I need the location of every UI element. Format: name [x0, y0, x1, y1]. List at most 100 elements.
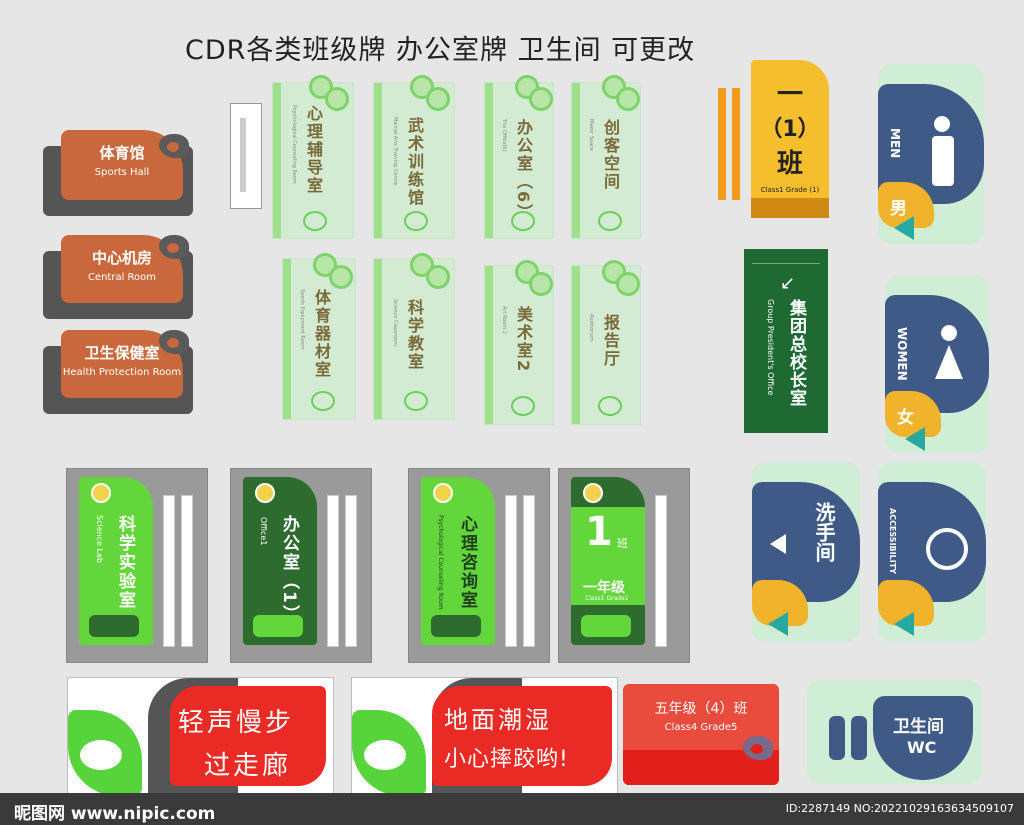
sign-subtitle: Maker Space — [588, 119, 594, 152]
accessibility-label: ACCESSIBILITY — [888, 508, 897, 574]
side-bracket — [718, 88, 726, 200]
acrylic-sign: 武术训练馆 Martial Arts Training Centre — [373, 75, 455, 239]
man-icon — [934, 116, 950, 132]
grade-plate: 五年级（4）班 Class4 Grade5 — [623, 684, 779, 785]
mount-bracket-slot — [240, 118, 246, 192]
bird-icon — [159, 134, 189, 158]
sign-subtitle: Martial Arts Training Centre — [392, 117, 398, 186]
science-lab-panel: 科学实验室 Science Lab — [66, 468, 208, 663]
acrylic-sign: 体育器材室 Sports Equipment Room — [282, 253, 356, 420]
side-bracket — [732, 88, 740, 200]
bird-icon — [80, 740, 122, 770]
sign-subtitle: The Office(6) — [501, 119, 507, 152]
school-logo-icon — [583, 483, 603, 503]
acrylic-sign: 创客空间 Maker Space — [571, 75, 641, 239]
arrow-left-icon — [894, 216, 914, 240]
class-en: Class1 Grade1 — [585, 595, 629, 602]
science-icon — [404, 391, 428, 411]
woman-icon — [941, 325, 957, 341]
sign-title: 科学教室 — [405, 299, 424, 371]
plate-subtitle: Class4 Grade5 — [664, 722, 738, 733]
sign-title: 中心机房 — [91, 249, 152, 267]
plate-title: 五年级（4）班 — [654, 701, 748, 717]
counseling-panel: 心理咨询室 Psychological Counseling Room — [408, 468, 550, 663]
sign-title: 科学实验室 — [115, 515, 135, 610]
class-panel: 1 班 一年级 Class1 Grade1 — [558, 468, 690, 663]
sign-title: 集团总校长室 — [786, 299, 806, 407]
sign-subtitle: Central Room — [87, 272, 157, 283]
wc-en: WC — [907, 738, 937, 757]
men-cn: 男 — [890, 199, 907, 219]
women-sign: WOMEN 女 — [885, 275, 989, 453]
sign-title: 办公室（6） — [514, 119, 533, 223]
art-icon — [511, 396, 535, 416]
sign-subtitle: Health Protection Room — [62, 367, 182, 378]
mount-bracket — [230, 103, 262, 209]
washroom-cn: 洗手间 — [812, 502, 836, 562]
kids-icon — [89, 615, 139, 637]
sign-title: 美术室2 — [514, 306, 533, 374]
acrylic-sign: 美术室2 Art Room 2 — [484, 260, 554, 425]
sports-hall-sign: 体育馆 Sports Hall — [43, 130, 213, 220]
kids-icon — [431, 615, 481, 637]
wc-sign: 卫生间 WC — [807, 680, 982, 784]
class-sign-en: Class1 Grade (1) — [760, 186, 820, 194]
wet-floor-sign: 地面潮湿 小心摔跤哟! — [351, 677, 618, 802]
office-icon — [511, 211, 535, 231]
class-ban: 班 — [617, 537, 628, 550]
man-icon-body — [932, 136, 954, 186]
sign-subtitle: Sports Hall — [94, 167, 150, 178]
women-label: WOMEN — [895, 327, 909, 381]
sign-title: 心理辅导室 — [304, 105, 323, 195]
health-room-sign: 卫生保健室 Health Protection Room — [43, 330, 213, 420]
sign-subtitle: Psychological Counseling Room — [437, 515, 444, 610]
office-panel: 办公室（1） Office1 — [230, 468, 372, 663]
sign-subtitle: Science Lab — [95, 515, 104, 563]
watermark-bar: 昵图网 www.nipic.com ID:2287149 NO:20221029… — [0, 793, 1024, 825]
class-sign: 一 （1） 班 Class1 Grade (1) — [751, 60, 829, 218]
class-sign-line2: （1） — [760, 117, 820, 142]
sign-subtitle: Office1 — [259, 517, 268, 546]
sign-line2: 小心摔跤哟! — [444, 747, 569, 772]
sign-title: 办公室（1） — [279, 515, 299, 624]
arrow-left-icon — [770, 534, 786, 554]
sign-subtitle: Group President's Office — [766, 299, 775, 396]
watermark-site: 昵图网 www.nipic.com — [14, 804, 216, 824]
sign-title: 卫生保健室 — [84, 344, 160, 362]
maker-icon — [598, 211, 622, 231]
sign-title: 报告厅 — [601, 314, 620, 368]
school-logo-icon — [433, 483, 453, 503]
arrow-left-icon — [768, 612, 788, 636]
sign-subtitle: Psychological Counseling Room — [291, 105, 297, 184]
man-icon — [829, 716, 845, 760]
auditorium-icon — [598, 396, 622, 416]
men-sign: MEN 男 — [878, 64, 984, 244]
walk-quietly-sign: 轻声慢步 过走廊 — [67, 677, 334, 802]
woman-icon-body — [935, 345, 963, 379]
arrow-left-icon — [905, 427, 925, 451]
watermark-id: ID:2287149 NO:20221029163634509107 — [785, 802, 1014, 815]
kids-icon — [581, 615, 631, 637]
sign-subtitle: Art Room 2 — [501, 306, 507, 335]
sign-line1: 地面潮湿 — [444, 706, 552, 734]
sign-title: 体育馆 — [99, 144, 145, 162]
wheelchair-icon — [926, 528, 968, 570]
sign-line1: 轻声慢步 — [178, 708, 295, 738]
class-sign-line1: 一 — [776, 80, 803, 110]
sign-line2: 过走廊 — [204, 751, 292, 781]
martial-arts-icon — [404, 211, 428, 231]
school-logo-icon — [752, 255, 820, 264]
school-logo-icon — [255, 483, 275, 503]
sign-subtitle: Science Classroom — [392, 299, 398, 347]
women-cn: 女 — [897, 408, 914, 428]
wc-cn: 卫生间 — [893, 717, 944, 737]
washroom-sign: 洗手间 — [752, 462, 860, 642]
direction-arrow-icon: ↙ — [780, 273, 796, 294]
bird-icon — [743, 736, 773, 760]
class-sign-line3: 班 — [776, 149, 803, 179]
woman-icon — [851, 716, 867, 760]
acrylic-sign: 科学教室 Science Classroom — [373, 253, 455, 420]
heart-icon — [303, 211, 327, 231]
sign-title: 体育器材室 — [312, 289, 331, 379]
class-grade: 一年级 — [583, 580, 625, 596]
